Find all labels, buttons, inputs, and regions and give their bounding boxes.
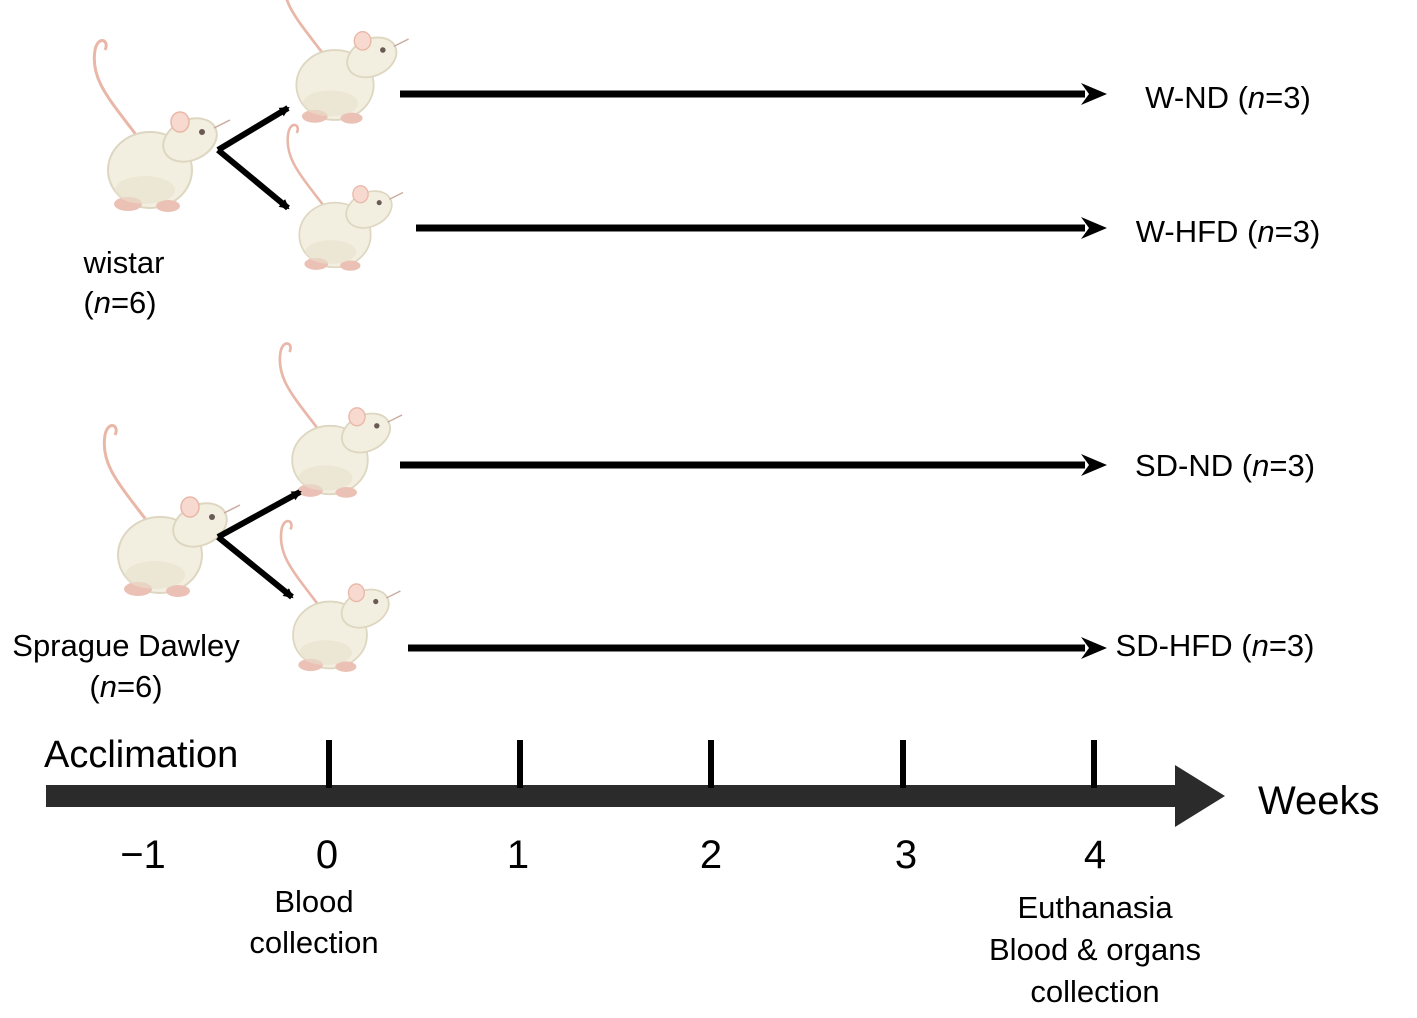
week-ticks bbox=[326, 740, 1097, 788]
week-label-2: 2 bbox=[700, 833, 722, 877]
sd-split-down-arrow bbox=[216, 534, 294, 600]
timeline: Acclimation Weeks −1 0 1 2 3 4 Blood col… bbox=[44, 734, 1380, 1009]
sd-split-arrows bbox=[216, 489, 302, 600]
wistar-n-label: (n=6) bbox=[83, 285, 156, 320]
timeline-bar bbox=[46, 785, 1186, 807]
week-4-event-line-1: Euthanasia bbox=[1017, 890, 1173, 925]
timeline-arrowhead bbox=[1175, 765, 1225, 827]
week-label-0: 0 bbox=[316, 833, 338, 877]
wistar-split-up-arrow bbox=[216, 105, 290, 153]
wistar-split-arrows bbox=[216, 105, 290, 211]
wistar-split-down-arrow bbox=[216, 147, 290, 211]
week-tick-3 bbox=[900, 740, 906, 788]
sprague-dawley-label: Sprague Dawley bbox=[12, 628, 240, 663]
acclimation-label: Acclimation bbox=[44, 734, 238, 776]
week-0-event-line-2: collection bbox=[249, 925, 378, 960]
week-tick-4 bbox=[1091, 740, 1097, 788]
w-nd-label: W-ND (n=3) bbox=[1145, 80, 1311, 115]
week-0-event: Blood collection bbox=[249, 884, 378, 960]
wistar-label: wistar bbox=[83, 245, 165, 280]
sprague-dawley-n-label: (n=6) bbox=[89, 669, 162, 704]
sd-parent-rat bbox=[102, 424, 242, 599]
w-hfd-rat bbox=[286, 123, 405, 272]
group-arrows bbox=[400, 83, 1107, 659]
wistar-parent-rat bbox=[92, 39, 232, 214]
week-4-event-line-2: Blood & organs bbox=[989, 932, 1201, 967]
week-4-event: Euthanasia Blood & organs collection bbox=[989, 890, 1201, 1009]
sd-nd-rat bbox=[278, 342, 404, 500]
week-label-4: 4 bbox=[1084, 833, 1106, 877]
week-label-1: 1 bbox=[507, 833, 529, 877]
week-4-event-line-3: collection bbox=[1030, 974, 1159, 1009]
week-labels: −1 0 1 2 3 4 bbox=[120, 833, 1106, 877]
week-tick-0 bbox=[326, 740, 332, 788]
sd-hfd-rat bbox=[279, 519, 402, 674]
weeks-axis-label: Weeks bbox=[1258, 779, 1380, 823]
w-hfd-label: W-HFD (n=3) bbox=[1136, 214, 1321, 249]
week-0-event-line-1: Blood bbox=[274, 884, 353, 919]
sd-nd-label: SD-ND (n=3) bbox=[1135, 448, 1315, 483]
sd-split-up-arrow bbox=[216, 489, 302, 540]
week-label-minus-1: −1 bbox=[120, 833, 166, 877]
week-label-3: 3 bbox=[895, 833, 917, 877]
sd-hfd-label: SD-HFD (n=3) bbox=[1116, 628, 1315, 663]
week-tick-1 bbox=[517, 740, 523, 788]
w-nd-rat bbox=[282, 0, 410, 126]
week-tick-2 bbox=[708, 740, 714, 788]
